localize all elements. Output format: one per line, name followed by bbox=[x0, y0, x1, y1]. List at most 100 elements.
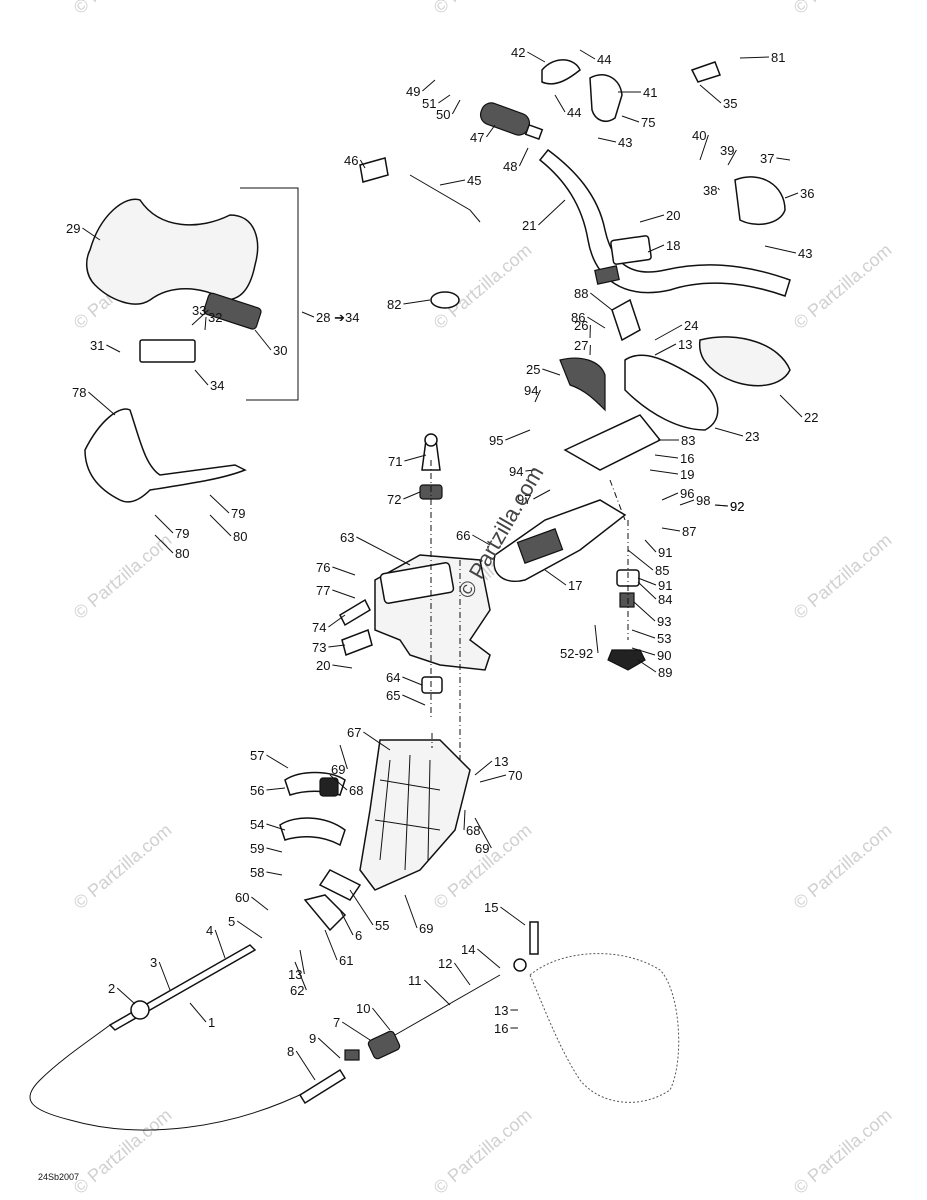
cable-nut-2 bbox=[130, 1000, 150, 1020]
callout-79: 79 bbox=[175, 526, 189, 541]
callout-48: 48 bbox=[503, 159, 517, 174]
spacer-73 bbox=[341, 629, 373, 656]
cap-pad bbox=[698, 336, 791, 387]
callout-15: 15 bbox=[484, 900, 498, 915]
callout-20: 20 bbox=[316, 658, 330, 673]
callout-29: 29 bbox=[66, 221, 80, 236]
callout-19: 19 bbox=[680, 467, 694, 482]
leader-line bbox=[236, 920, 263, 939]
leader-line bbox=[339, 744, 348, 770]
stud-71-top bbox=[424, 433, 438, 447]
leader-line bbox=[372, 1007, 391, 1031]
cable-tie bbox=[430, 291, 460, 309]
callout-68: 68 bbox=[349, 783, 363, 798]
callout-11: 11 bbox=[408, 973, 422, 988]
watermark-text: © Partzilla.com bbox=[70, 530, 176, 623]
callout-44: 44 bbox=[567, 105, 581, 120]
callout-44: 44 bbox=[597, 52, 611, 67]
callout-79: 79 bbox=[231, 506, 245, 521]
callout-95: 95 bbox=[489, 433, 503, 448]
leader-line bbox=[505, 429, 531, 441]
assembly-lines bbox=[430, 460, 629, 760]
callout-58: 58 bbox=[250, 865, 264, 880]
bolt-15 bbox=[529, 921, 539, 955]
callout-37: 37 bbox=[760, 151, 774, 166]
leader-lines bbox=[82, 49, 803, 1081]
leader-line bbox=[251, 896, 269, 911]
watermark-text: © Partzilla.com bbox=[790, 820, 896, 913]
leader-line bbox=[295, 1050, 316, 1081]
end-plug bbox=[524, 123, 544, 141]
leader-line bbox=[649, 469, 679, 475]
watermark-text: © Partzilla.com bbox=[430, 1105, 536, 1198]
callout-20: 20 bbox=[666, 208, 680, 223]
callout-40: 40 bbox=[692, 128, 706, 143]
callout-68: 68 bbox=[466, 823, 480, 838]
leader-line bbox=[328, 614, 346, 628]
leader-line bbox=[661, 527, 681, 532]
leader-line bbox=[317, 1037, 341, 1059]
leader-line bbox=[525, 469, 536, 472]
callout-80: 80 bbox=[175, 546, 189, 561]
leader-line bbox=[439, 179, 466, 186]
leader-line bbox=[266, 787, 286, 791]
leader-line bbox=[332, 589, 356, 599]
cable-sleeve-8 bbox=[298, 1068, 347, 1105]
leader-line bbox=[474, 817, 492, 849]
callout-23: 23 bbox=[745, 429, 759, 444]
callout-36: 36 bbox=[800, 186, 814, 201]
leader-line bbox=[518, 147, 529, 167]
leader-line bbox=[154, 534, 174, 554]
leader-line bbox=[764, 245, 797, 254]
steering-cable bbox=[29, 1024, 311, 1131]
leader-line bbox=[266, 754, 289, 769]
leader-line bbox=[324, 929, 338, 961]
leader-line bbox=[266, 871, 283, 876]
leader-line bbox=[301, 311, 315, 318]
throttle-cable bbox=[409, 174, 481, 223]
callout-31: 31 bbox=[90, 338, 104, 353]
callout-72: 72 bbox=[387, 492, 401, 507]
leader-line bbox=[533, 489, 551, 500]
leader-line bbox=[116, 987, 136, 1005]
leader-line bbox=[356, 536, 411, 566]
callout-26: 26 bbox=[574, 318, 588, 333]
leader-line bbox=[639, 214, 665, 223]
callout-35: 35 bbox=[723, 96, 737, 111]
leader-line bbox=[204, 316, 207, 331]
callout-46: 46 bbox=[344, 153, 358, 168]
leader-line bbox=[554, 94, 566, 113]
leader-line bbox=[463, 809, 466, 831]
leader-line bbox=[594, 624, 599, 654]
throttle-housing bbox=[589, 74, 623, 122]
column-bearing bbox=[516, 528, 564, 564]
leader-line bbox=[266, 847, 283, 853]
leader-line bbox=[538, 199, 566, 226]
leader-line bbox=[451, 99, 461, 115]
leader-line bbox=[631, 647, 656, 656]
callout-61: 61 bbox=[339, 953, 353, 968]
callout-16: 16 bbox=[494, 1021, 508, 1036]
leader-line bbox=[328, 644, 346, 648]
handlebar-padding bbox=[85, 198, 259, 305]
callout-80: 80 bbox=[233, 529, 247, 544]
callout-30: 30 bbox=[273, 343, 287, 358]
handlebar-clamp bbox=[610, 235, 652, 265]
watermark-text: © Partzilla.com bbox=[70, 0, 176, 18]
leader-line bbox=[597, 137, 617, 143]
callout-57: 57 bbox=[250, 748, 264, 763]
leader-line bbox=[587, 316, 606, 329]
leader-line bbox=[363, 731, 391, 751]
leader-line bbox=[422, 79, 436, 92]
leader-line bbox=[106, 344, 121, 353]
clip-88 bbox=[611, 298, 641, 342]
callout-39: 39 bbox=[720, 143, 734, 158]
handlebar bbox=[538, 148, 791, 297]
callout-24: 24 bbox=[684, 318, 698, 333]
leader-line bbox=[631, 629, 656, 639]
callout-16: 16 bbox=[680, 451, 694, 466]
callout-75: 75 bbox=[641, 115, 655, 130]
callout-66: 66 bbox=[456, 528, 470, 543]
leader-line bbox=[403, 299, 431, 305]
leader-line bbox=[527, 51, 546, 63]
